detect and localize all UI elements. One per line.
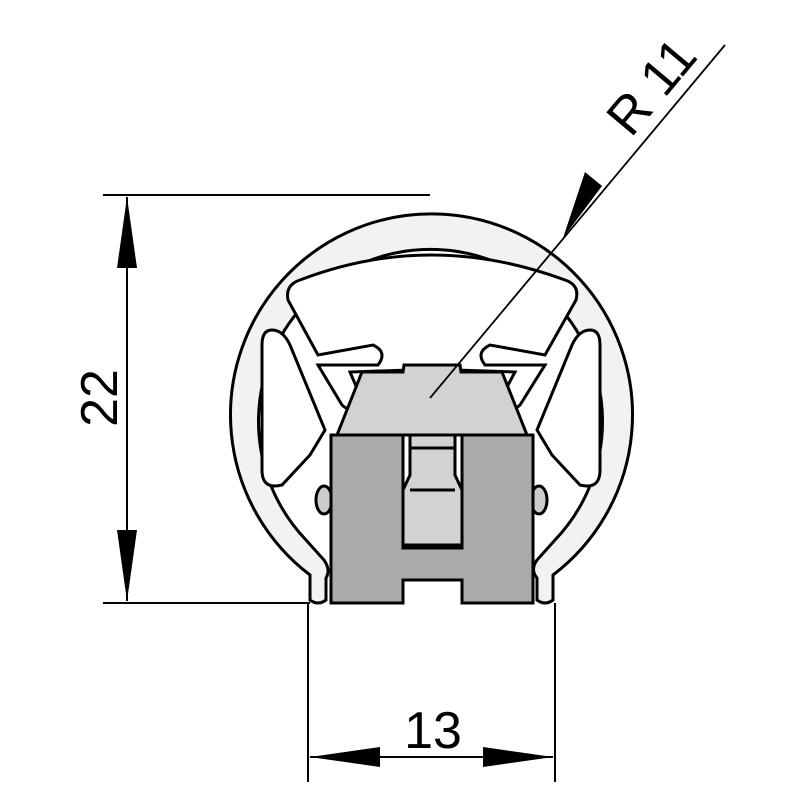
arrow-down-icon	[117, 530, 137, 601]
radius-leader-line	[429, 44, 726, 399]
right-cavity	[535, 328, 602, 488]
arrow-right-icon	[483, 747, 553, 767]
led-insert	[329, 363, 535, 605]
width-label: 13	[404, 702, 462, 760]
insert-top	[334, 363, 530, 437]
arrow-left-icon	[310, 747, 380, 767]
height-label: 22	[71, 369, 129, 427]
radius-arrow-icon	[563, 172, 602, 238]
insert-base	[329, 433, 535, 605]
arrow-up-icon	[117, 197, 137, 268]
upper-cavity	[286, 253, 579, 411]
left-cavity	[260, 328, 327, 488]
dimension-lines	[103, 44, 726, 782]
round-profile	[229, 212, 634, 605]
radius-label: R 11	[596, 28, 709, 146]
